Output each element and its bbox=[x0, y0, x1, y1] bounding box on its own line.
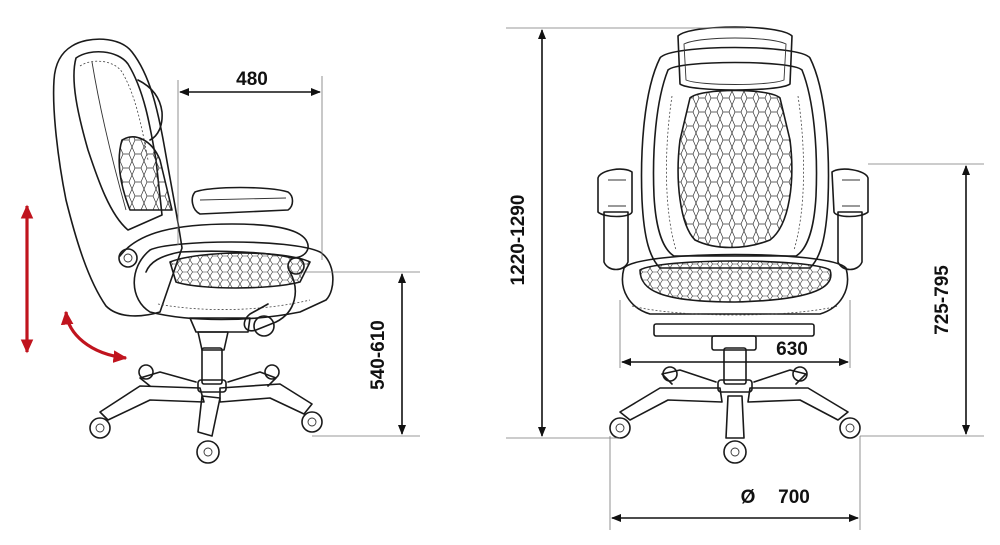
dimension-total-height: 1220-1290 bbox=[506, 27, 746, 439]
dimension-width: 630 bbox=[619, 300, 851, 368]
depth-label: 480 bbox=[236, 69, 268, 90]
seat-height-label: 540-610 bbox=[368, 320, 389, 390]
base-diameter-label: 700 bbox=[778, 487, 810, 508]
chair-front-view bbox=[597, 26, 869, 464]
chair-side-view bbox=[52, 38, 334, 464]
total-height-label: 1220-1290 bbox=[508, 195, 529, 286]
armrest-height-label: 725-795 bbox=[932, 265, 953, 335]
curved-tilt-arrow-icon bbox=[60, 310, 128, 363]
dimension-base-diameter: Ø 700 bbox=[609, 436, 861, 530]
dimension-depth: 480 bbox=[177, 69, 323, 260]
dimension-armrest-height: 725-795 bbox=[860, 163, 984, 437]
width-label: 630 bbox=[776, 339, 808, 360]
diameter-symbol-icon: Ø bbox=[741, 487, 756, 508]
dimension-seat-height: 540-610 bbox=[306, 271, 420, 437]
tilt-adjust-indicator bbox=[60, 310, 128, 363]
